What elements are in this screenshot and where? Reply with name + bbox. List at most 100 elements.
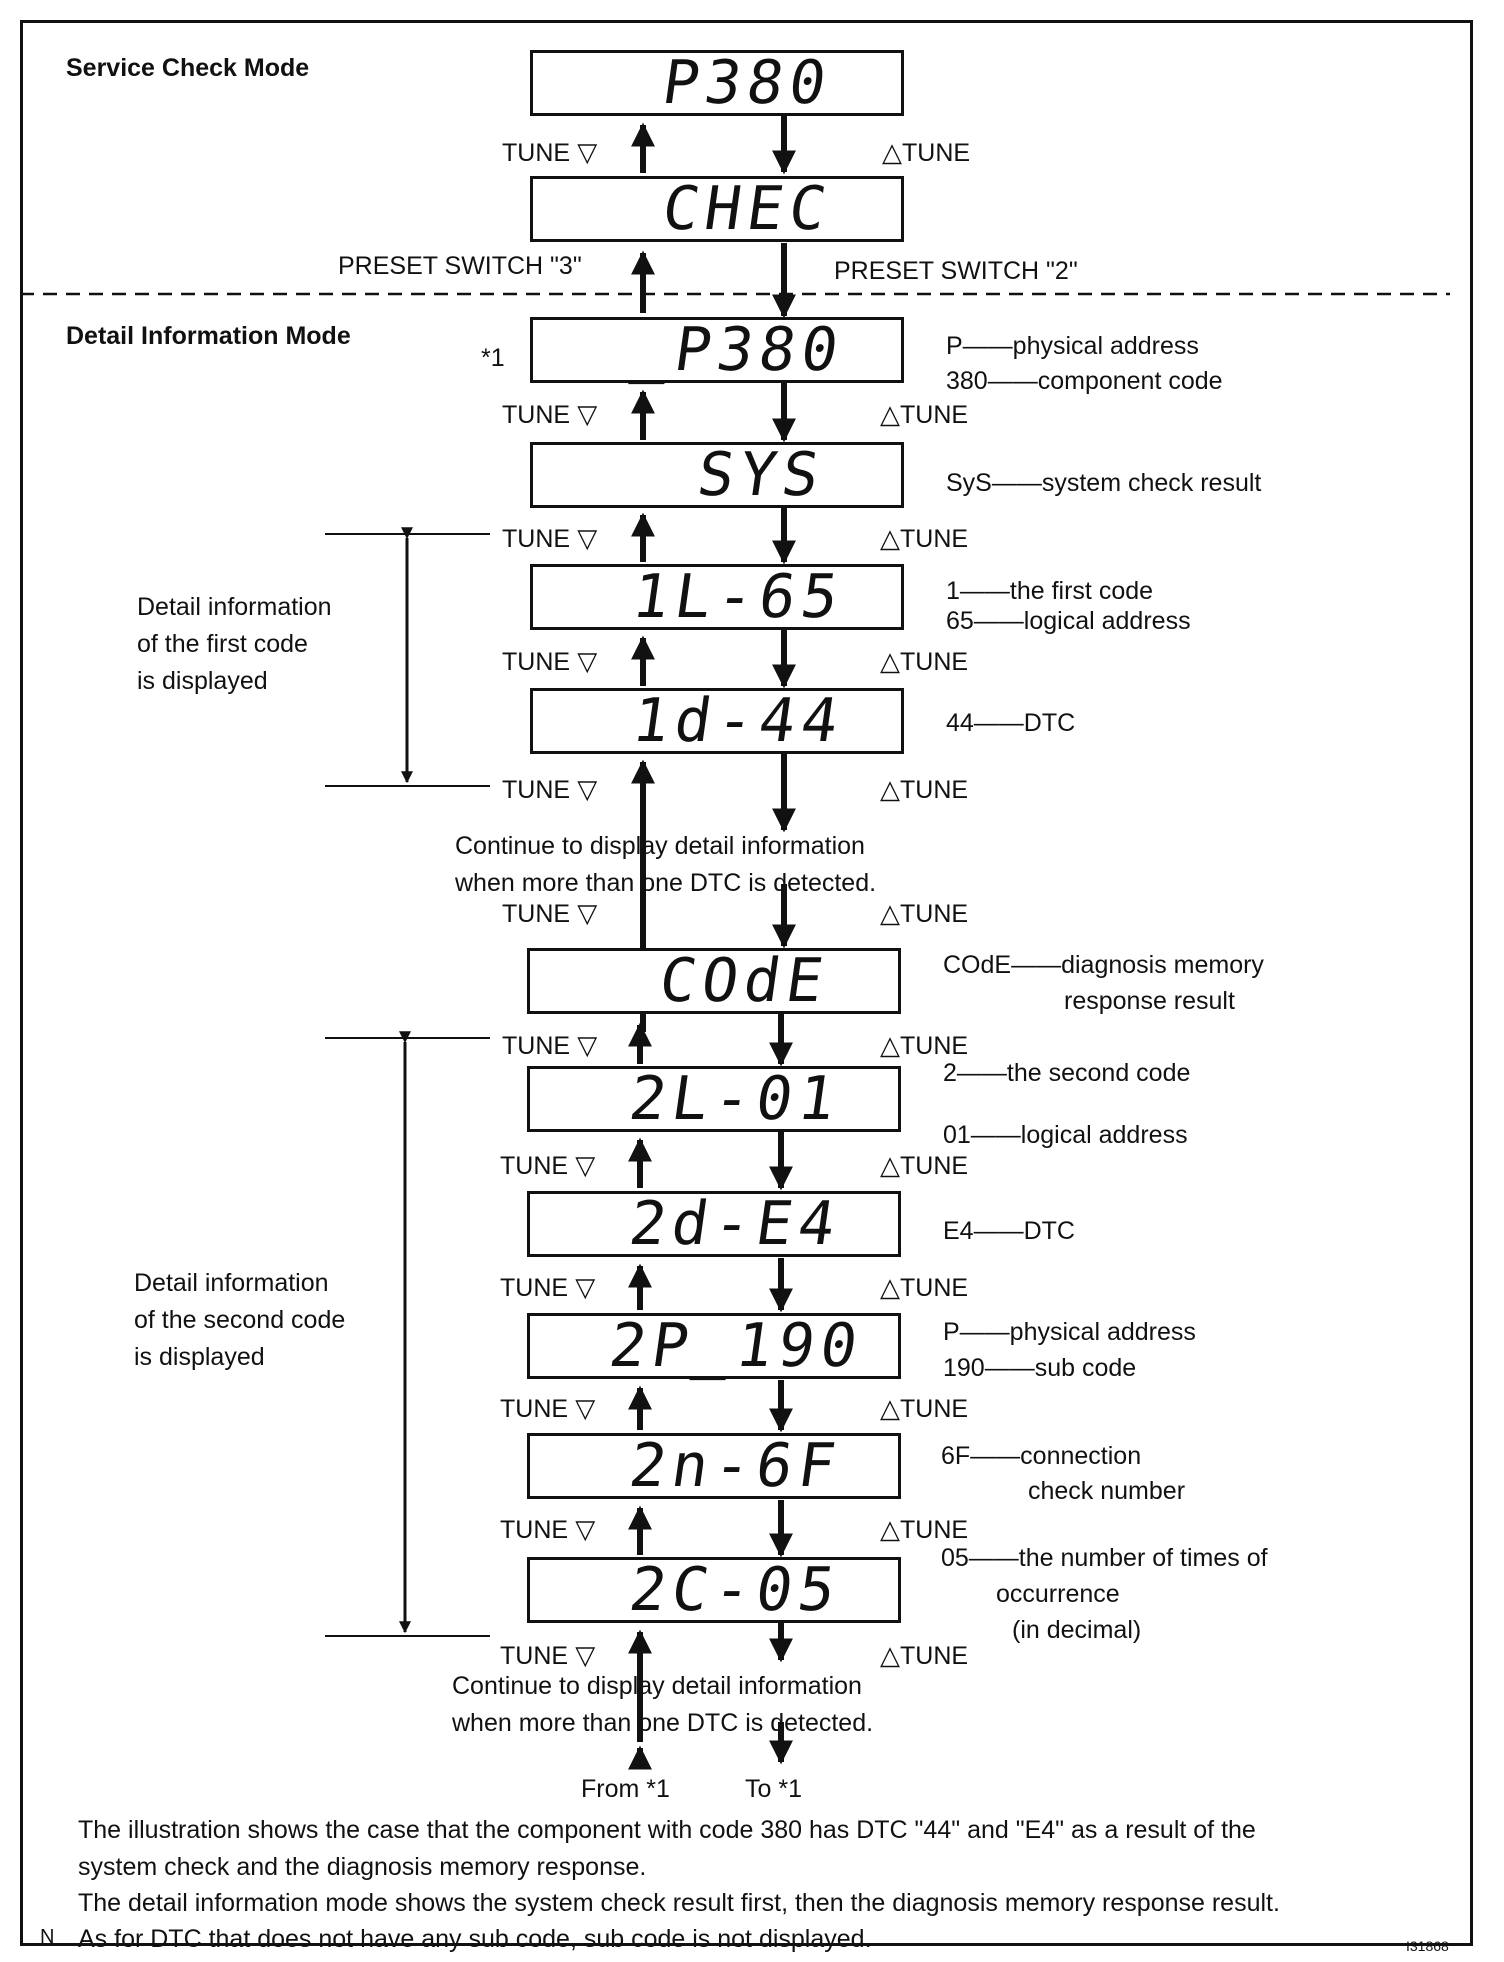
triangle-up-icon: △ xyxy=(880,1640,900,1670)
note-physical-address-2: P——physical address xyxy=(943,1318,1196,1346)
tune-up-label: △TUNE xyxy=(880,1272,968,1303)
tune-down-text: TUNE xyxy=(500,1395,569,1423)
detail-information-mode-title: Detail Information Mode xyxy=(66,322,351,350)
tune-down-text: TUNE xyxy=(500,1152,569,1180)
lcd-display: 2n-6F xyxy=(527,1431,901,1501)
tune-down-label: TUNE ▽ xyxy=(502,399,597,430)
tune-up-label: △TUNE xyxy=(880,1393,968,1424)
tune-down-text: TUNE xyxy=(500,1642,569,1670)
tune-up-text: TUNE xyxy=(900,900,969,928)
triangle-down-icon: ▽ xyxy=(570,137,598,167)
note-connection: 6F——connection xyxy=(941,1442,1142,1470)
tune-up-text: TUNE xyxy=(900,1032,969,1060)
triangle-up-icon: △ xyxy=(880,1030,900,1060)
triangle-up-icon: △ xyxy=(880,646,900,676)
tune-up-label: △TUNE xyxy=(880,898,968,929)
note-first-code: 1——the first code xyxy=(946,577,1154,605)
triangle-down-icon: ▽ xyxy=(570,399,598,429)
tune-down-label: TUNE ▽ xyxy=(502,774,597,805)
triangle-up-icon: △ xyxy=(880,1514,900,1544)
bracket-first-label-2: of the first code xyxy=(137,630,308,658)
note-system-check: SyS——system check result xyxy=(946,469,1262,497)
service-check-mode-title: Service Check Mode xyxy=(66,54,310,82)
bracket-first-label-1: Detail information xyxy=(137,593,332,621)
tune-down-text: TUNE xyxy=(500,1274,569,1302)
tune-up-text: TUNE xyxy=(902,139,971,167)
lcd-text-p380-detail: _P380 xyxy=(628,315,849,385)
triangle-up-icon: △ xyxy=(880,1150,900,1180)
triangle-up-icon: △ xyxy=(882,137,902,167)
continue-text-2: when more than one DTC is detected. xyxy=(455,869,877,897)
preset-switch-2-label: PRESET SWITCH "2" xyxy=(834,257,1078,285)
note-occurrence: occurrence xyxy=(996,1580,1120,1608)
triangle-down-icon: ▽ xyxy=(570,898,598,928)
note-physical-address: P——physical address xyxy=(946,332,1199,360)
tune-down-text: TUNE xyxy=(502,900,571,928)
tune-up-text: TUNE xyxy=(900,401,969,429)
bracket-second-code xyxy=(325,1031,490,1637)
lcd-text-2d-e4: 2d-E4 xyxy=(625,1189,846,1259)
bracket-second-label-1: Detail information xyxy=(134,1269,329,1297)
tune-down-text: TUNE xyxy=(502,776,571,804)
tune-down-label: TUNE ▽ xyxy=(500,1272,595,1303)
tune-up-label: △TUNE xyxy=(880,523,968,554)
note-check-number: check number xyxy=(1028,1477,1186,1505)
lcd-display: 2L-01 xyxy=(527,1064,901,1134)
triangle-up-icon: △ xyxy=(880,1272,900,1302)
lcd-display: P380 xyxy=(530,48,904,118)
note-component-code: 380——component code xyxy=(946,367,1223,395)
bracket-first-code xyxy=(325,527,490,787)
tune-up-text: TUNE xyxy=(900,1395,969,1423)
tune-down-text: TUNE xyxy=(502,648,571,676)
note-second-code: 2——the second code xyxy=(943,1059,1191,1087)
triangle-down-icon: ▽ xyxy=(568,1640,596,1670)
lcd-text-sys: SYS xyxy=(693,440,830,510)
lcd-text-2p-190: 2P_190 xyxy=(605,1311,868,1381)
footer-line-2: system check and the diagnosis memory re… xyxy=(78,1853,647,1881)
tune-up-label: △TUNE xyxy=(880,646,968,677)
tune-up-text: TUNE xyxy=(900,1274,969,1302)
triangle-down-icon: ▽ xyxy=(570,523,598,553)
continue-text-1: Continue to display detail information xyxy=(455,832,865,860)
note-times-of: 05——the number of times of xyxy=(941,1544,1268,1572)
tune-down-text: TUNE xyxy=(500,1516,569,1544)
to-star-label: To *1 xyxy=(745,1775,802,1803)
bracket-second-label-2: of the second code xyxy=(134,1306,346,1334)
triangle-up-icon: △ xyxy=(880,399,900,429)
bracket-second-label-3: is displayed xyxy=(134,1343,265,1371)
tune-up-label: △TUNE xyxy=(880,1640,968,1671)
preset-switch-3-label: PRESET SWITCH "3" xyxy=(338,252,582,280)
triangle-down-icon: ▽ xyxy=(568,1150,596,1180)
tune-down-label: TUNE ▽ xyxy=(502,898,597,929)
tune-up-label: △TUNE xyxy=(880,399,968,430)
lcd-text-chec: CHEC xyxy=(658,174,837,244)
triangle-up-icon: △ xyxy=(880,774,900,804)
lcd-text-1d-44: 1d-44 xyxy=(628,686,849,756)
tune-up-text: TUNE xyxy=(900,1516,969,1544)
tune-down-label: TUNE ▽ xyxy=(500,1393,595,1424)
star-reference: *1 xyxy=(481,344,505,372)
tune-up-text: TUNE xyxy=(900,525,969,553)
tune-up-text: TUNE xyxy=(900,1152,969,1180)
tune-up-text: TUNE xyxy=(900,776,969,804)
tune-down-text: TUNE xyxy=(502,401,571,429)
tune-down-label: TUNE ▽ xyxy=(500,1514,595,1545)
tune-down-label: TUNE ▽ xyxy=(500,1150,595,1181)
tune-down-label: TUNE ▽ xyxy=(502,646,597,677)
tune-up-label: △TUNE xyxy=(880,1030,968,1061)
lcd-display: _P380 xyxy=(530,315,904,385)
triangle-down-icon: ▽ xyxy=(570,1030,598,1060)
tune-up-label: △TUNE xyxy=(880,1150,968,1181)
footer-marker: N xyxy=(40,1926,55,1948)
tune-down-text: TUNE xyxy=(502,1032,571,1060)
lcd-display: 2P_190 xyxy=(527,1311,901,1381)
triangle-up-icon: △ xyxy=(880,1393,900,1423)
tune-down-text: TUNE xyxy=(502,139,571,167)
note-logical-address-01: 01——logical address xyxy=(943,1121,1188,1149)
tune-up-text: TUNE xyxy=(900,1642,969,1670)
footer-line-3: The detail information mode shows the sy… xyxy=(78,1889,1280,1917)
lcd-display: 2d-E4 xyxy=(527,1189,901,1259)
triangle-up-icon: △ xyxy=(880,523,900,553)
lcd-text-code: COdE xyxy=(655,946,834,1016)
